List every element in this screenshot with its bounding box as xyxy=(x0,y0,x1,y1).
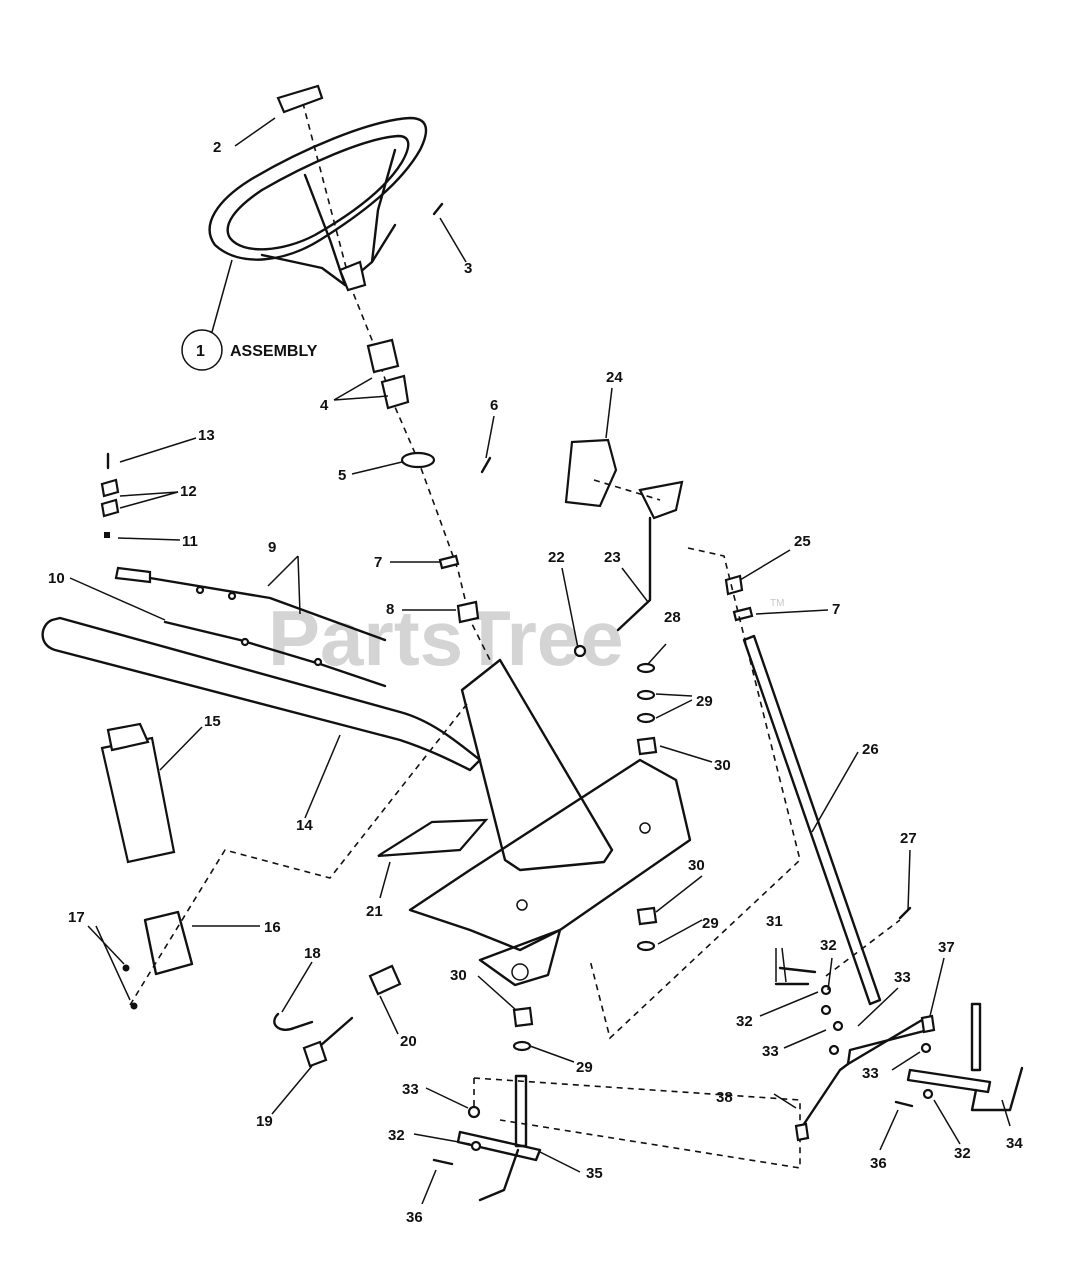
deck-decal xyxy=(377,818,489,858)
callout-labels: 2 3 4 5 6 7 7 8 9 10 11 12 13 14 15 16 1… xyxy=(48,139,1023,1226)
callout-6: 6 xyxy=(490,397,498,414)
callout-32b: 32 xyxy=(736,1013,753,1030)
callout-19: 19 xyxy=(256,1113,273,1130)
callout-7b: 7 xyxy=(832,601,840,618)
throttle-cable xyxy=(114,566,387,642)
watermark-trademark: TM xyxy=(770,598,784,609)
washer-stack-center xyxy=(512,1006,534,1052)
rod-cap xyxy=(724,574,744,596)
nut-33-left xyxy=(467,1105,481,1119)
callout-12: 12 xyxy=(180,483,197,500)
callout-5: 5 xyxy=(338,467,346,484)
hairpin-clip xyxy=(273,1012,314,1031)
water-bottle xyxy=(100,722,176,864)
callout-33b: 33 xyxy=(762,1043,779,1060)
callout-16: 16 xyxy=(264,919,281,936)
callout-8: 8 xyxy=(386,601,394,618)
callout-31: 31 xyxy=(766,913,783,930)
drag-link-dash xyxy=(589,547,801,1040)
fastener-stack xyxy=(100,452,120,538)
bracket-dash-line xyxy=(129,699,471,1006)
callout-27: 27 xyxy=(900,830,917,847)
callout-11: 11 xyxy=(182,533,198,550)
screw-17a xyxy=(122,964,130,972)
callout-22: 22 xyxy=(548,549,565,566)
drag-link xyxy=(742,634,882,1006)
callout-10: 10 xyxy=(48,570,65,587)
callout-30a: 30 xyxy=(714,757,731,774)
callout-7a: 7 xyxy=(374,554,382,571)
callout-29a: 29 xyxy=(696,693,713,710)
callout-21: 21 xyxy=(366,903,383,920)
callout-25: 25 xyxy=(794,533,811,550)
callout-17: 17 xyxy=(68,909,85,926)
callout-34: 34 xyxy=(1006,1135,1023,1152)
pedal-pad xyxy=(564,438,618,508)
assembly-label: ASSEMBLY xyxy=(230,343,318,360)
callout-29b: 29 xyxy=(702,915,719,932)
callout-36a: 36 xyxy=(406,1209,423,1226)
washer-32-left xyxy=(470,1140,482,1152)
steering-bushings xyxy=(366,338,410,410)
pin-36-left xyxy=(432,1158,454,1166)
spindle-dash xyxy=(473,1077,801,1169)
washer-stack-lower xyxy=(636,906,658,952)
callout-3: 3 xyxy=(464,260,472,277)
callout-20: 20 xyxy=(400,1033,417,1050)
callout-15: 15 xyxy=(204,713,221,730)
spring-clip-left xyxy=(438,554,460,570)
callout-38: 38 xyxy=(716,1089,733,1106)
callout-36b: 36 xyxy=(870,1155,887,1172)
spindle-right xyxy=(894,1002,1024,1112)
pedal-dash-line xyxy=(593,479,661,501)
assembly-number: 1 xyxy=(196,343,205,360)
nut-22 xyxy=(573,644,587,658)
callout-32c: 32 xyxy=(388,1127,405,1144)
callout-33c: 33 xyxy=(862,1065,879,1082)
callout-33a: 33 xyxy=(894,969,911,986)
bottle-bracket xyxy=(143,910,194,976)
callout-32d: 32 xyxy=(954,1145,971,1162)
callout-9: 9 xyxy=(268,539,276,556)
callout-35: 35 xyxy=(586,1165,603,1182)
callout-26: 26 xyxy=(862,741,879,758)
callout-30b: 30 xyxy=(688,857,705,874)
callout-37: 37 xyxy=(938,939,955,956)
brake-pedal xyxy=(616,480,684,632)
callout-2: 2 xyxy=(213,139,221,156)
steering-cap xyxy=(276,84,324,114)
cotter-pin xyxy=(480,456,492,474)
spindle-left xyxy=(456,1074,542,1202)
steering-column-frame xyxy=(408,658,692,987)
callout-18: 18 xyxy=(304,945,321,962)
steering-wheel xyxy=(208,116,428,292)
callout-24: 24 xyxy=(606,369,623,386)
handle-tube xyxy=(41,616,482,772)
screw-17b xyxy=(130,1002,138,1010)
flange-washer xyxy=(400,451,436,469)
callout-4: 4 xyxy=(320,397,329,414)
leader-lines xyxy=(69,117,1011,1205)
callout-30c: 30 xyxy=(450,967,467,984)
assembly-circle xyxy=(181,329,223,371)
shaft-bushing xyxy=(456,600,480,624)
watermark: PartsTree TM xyxy=(268,594,784,682)
callout-28: 28 xyxy=(664,609,681,626)
callout-23: 23 xyxy=(604,549,621,566)
callout-32a: 32 xyxy=(820,937,837,954)
callout-13: 13 xyxy=(198,427,215,444)
tie-rod-assembly xyxy=(774,919,936,1142)
compression-spring xyxy=(368,964,402,996)
callout-29c: 29 xyxy=(576,1059,593,1076)
choke-cable xyxy=(163,620,387,688)
washer-stack-upper xyxy=(636,662,658,756)
spring-rod xyxy=(318,1016,354,1048)
steering-axis-line xyxy=(299,91,491,661)
rod-end xyxy=(302,1040,328,1068)
callout-33d: 33 xyxy=(402,1081,419,1098)
roll-pin xyxy=(432,202,444,216)
callout-14: 14 xyxy=(296,817,313,834)
